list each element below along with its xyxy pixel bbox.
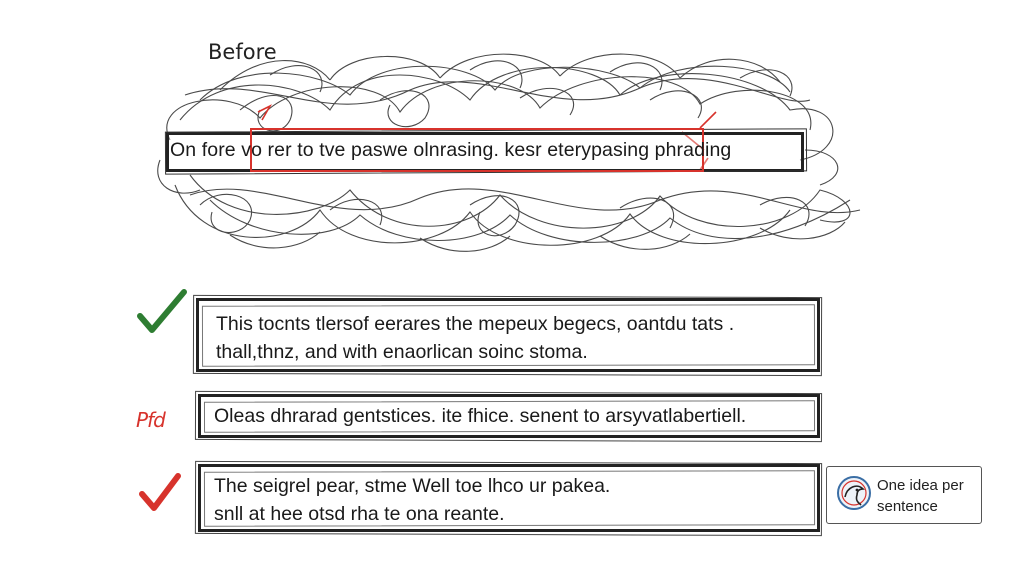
fail-scribble-icon: Pfd [136, 408, 166, 432]
red-highlight-box [250, 128, 704, 172]
scribble-strokes [157, 53, 861, 252]
example-3-line-1: The seigrel pear, stme Well toe lhco ur … [214, 475, 611, 497]
example-card-3 [198, 464, 820, 532]
check-icon [139, 473, 181, 511]
callout-text: One idea per sentence [877, 475, 964, 517]
check-icon [137, 289, 187, 333]
bird-head-icon [837, 476, 871, 510]
example-3-text: The seigrel pear, stme Well toe lhco ur … [214, 472, 610, 528]
example-card-2 [198, 394, 820, 438]
example-2-line-1: Oleas dhrarad gentstices. ite fhice. sen… [214, 405, 747, 427]
example-card-1 [196, 298, 820, 372]
before-sentence: On fore vo rer to tve paswe olnrasing. k… [170, 139, 732, 161]
example-1-text: This tocnts tlersof eerares the mepeux b… [216, 310, 734, 366]
example-1-line-2: thall,thnz, and with enaorlican soinc st… [216, 341, 588, 363]
example-2-text: Oleas dhrarad gentstices. ite fhice. sen… [214, 402, 746, 430]
callout-line-2: sentence [877, 498, 938, 515]
before-title: Before [208, 40, 277, 64]
example-3-line-2: snll at hee otsd rha te ona reante. [214, 503, 505, 525]
callout-line-1: One idea per [877, 477, 964, 494]
example-1-line-1: This tocnts tlersof eerares the mepeux b… [216, 313, 735, 335]
tip-callout: One idea per sentence [826, 466, 982, 524]
